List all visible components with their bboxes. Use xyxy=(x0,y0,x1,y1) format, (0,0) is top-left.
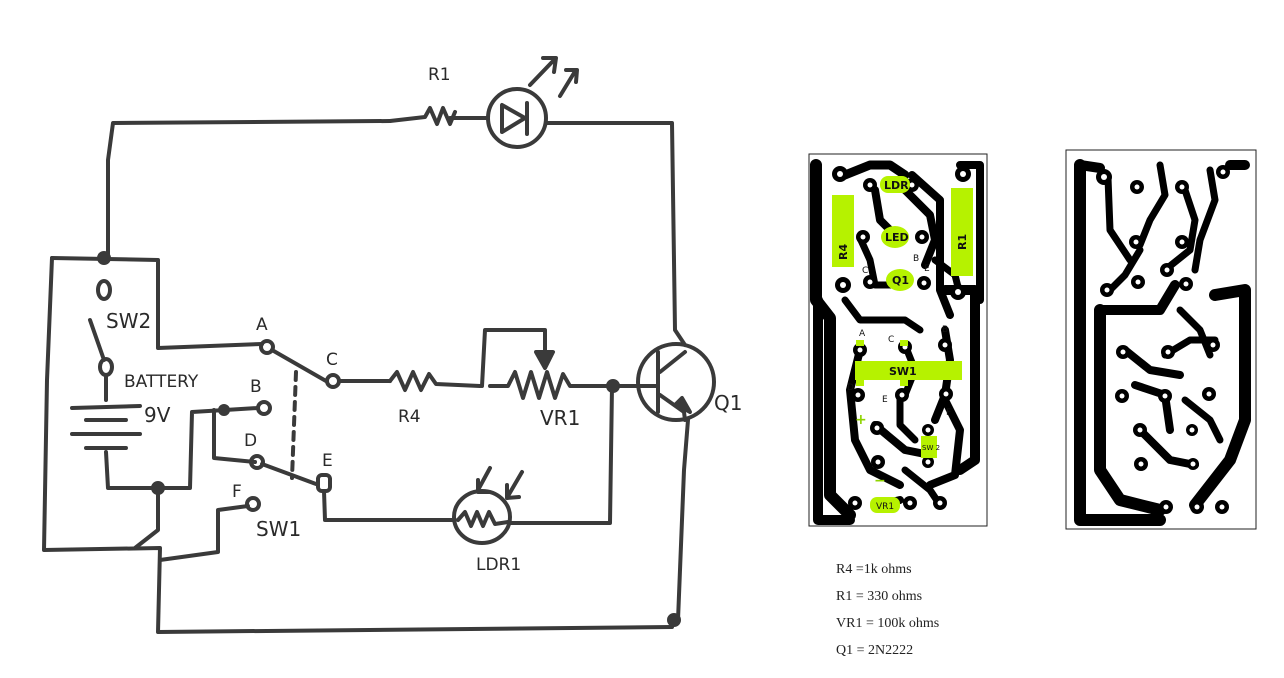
q1-emitter-arrow xyxy=(674,396,692,414)
pcb-top-silkscreen xyxy=(832,176,973,513)
pcb-label-minus: − xyxy=(874,473,886,489)
sw2-contact-top xyxy=(96,279,112,301)
ldr-arrows xyxy=(476,466,524,500)
sw2-contact-bottom xyxy=(98,357,114,377)
q1-symbol xyxy=(636,342,716,422)
pcb-label-d: D xyxy=(847,383,854,393)
pcb-label-plus: + xyxy=(855,412,867,428)
spec-q1: Q1 = 2N2222 xyxy=(836,643,914,658)
wire-f xyxy=(158,504,250,562)
pcb-label-f: F xyxy=(946,408,951,418)
pcb-label-q1: Q1 xyxy=(892,274,909,287)
battery-plates xyxy=(70,404,142,450)
pcb-label-r4: R4 xyxy=(837,244,850,260)
silk-r4 xyxy=(832,195,854,267)
schematic-labels: R1 SW2 BATTERY 9V A B C D E F R4 VR1 Q1 … xyxy=(106,65,742,575)
wire-battery-down xyxy=(104,450,160,550)
wire-led-right xyxy=(545,121,687,347)
vr1-arrow xyxy=(534,350,555,370)
label-c: C xyxy=(326,350,338,370)
pcb-copper-side xyxy=(1065,149,1257,530)
wire-left-outer xyxy=(42,256,674,634)
pcb-label-led: LED xyxy=(885,231,909,244)
label-b: B xyxy=(250,377,262,397)
contact-b xyxy=(256,400,272,416)
pcb-label-b2: B xyxy=(942,325,948,335)
label-a: A xyxy=(256,315,268,335)
silk-sw2 xyxy=(921,436,937,458)
contact-a xyxy=(259,339,275,355)
pcb-bottom-traces xyxy=(1074,159,1251,526)
node-bottom-right xyxy=(667,613,681,627)
label-q1: Q1 xyxy=(714,391,742,415)
q1-collector xyxy=(658,350,687,374)
node-top-left xyxy=(97,251,111,265)
r1-resistor xyxy=(388,106,457,126)
pcb-label-ldr: LDR xyxy=(884,179,909,192)
label-d: D xyxy=(244,431,257,451)
label-sw2: SW2 xyxy=(106,309,151,333)
pcb-label-a: A xyxy=(859,329,866,339)
contact-f xyxy=(245,496,261,512)
sw1-lever-top xyxy=(270,348,328,383)
silk-led xyxy=(881,226,909,248)
ldr-zigzag xyxy=(456,510,510,528)
q1-base xyxy=(638,350,660,414)
pcb-label-sw2: SW 2 xyxy=(922,444,940,452)
wire-e-ldr xyxy=(322,489,457,522)
wire-battery-frame xyxy=(50,256,264,350)
node-b xyxy=(218,404,230,416)
silk-r1 xyxy=(951,188,973,276)
contact-e xyxy=(316,473,332,493)
silk-vr1 xyxy=(870,497,900,513)
pcb-bottom-holes xyxy=(1101,169,1226,510)
r4-resistor xyxy=(388,370,482,392)
label-ldr1: LDR1 xyxy=(476,555,521,575)
component-values: R4 =1k ohms R1 = 330 ohms VR1 = 100k ohm… xyxy=(836,556,939,664)
contact-d xyxy=(249,454,265,470)
pcb-label-e2: E xyxy=(882,395,888,405)
pcb-label-sw1: SW1 xyxy=(889,365,917,378)
wire-emitter-down xyxy=(676,418,690,622)
sw1-lever-bottom xyxy=(260,462,318,486)
sw1-link xyxy=(290,370,298,480)
label-f: F xyxy=(232,482,242,502)
silk-ldr xyxy=(880,176,910,193)
label-e: E xyxy=(322,451,333,471)
sw2-lever xyxy=(88,318,106,362)
label-sw1: SW1 xyxy=(256,517,301,541)
pcb-label-vr1: VR1 xyxy=(876,502,894,512)
label-vr1: VR1 xyxy=(540,406,580,430)
spec-r1: R1 = 330 ohms xyxy=(836,589,923,604)
silk-sw1 xyxy=(855,361,962,380)
vr1-bypass xyxy=(480,328,547,388)
schematic xyxy=(42,56,716,634)
pcb-component-side: LDR LED Q1 R4 R1 C B E A C B SW1 D E F +… xyxy=(808,153,988,527)
wire-to-d xyxy=(156,406,260,490)
pcb-label-b: B xyxy=(913,254,919,264)
label-r4: R4 xyxy=(398,407,421,427)
pcb-label-r1: R1 xyxy=(956,234,969,250)
led-arrows xyxy=(528,56,579,98)
wire-ldr-right xyxy=(508,384,614,525)
silk-q1 xyxy=(886,269,914,291)
label-battery: BATTERY xyxy=(124,372,199,392)
pcb-label-e: E xyxy=(924,264,930,274)
pcb-label-c: C xyxy=(862,266,868,276)
spec-vr1: VR1 = 100k ohms xyxy=(836,616,940,631)
led-diode xyxy=(500,101,529,136)
wire-d xyxy=(212,408,257,464)
label-r1: R1 xyxy=(428,65,451,85)
spec-r4: R4 =1k ohms xyxy=(836,562,912,577)
pcb-label-c2: C xyxy=(888,335,894,345)
wire-top xyxy=(106,119,392,257)
vr1-resistor xyxy=(488,370,642,400)
pcb-bottom-pads xyxy=(1096,165,1230,514)
q1-emitter xyxy=(658,393,687,422)
led-symbol xyxy=(486,87,548,149)
label-voltage: 9V xyxy=(144,403,171,427)
